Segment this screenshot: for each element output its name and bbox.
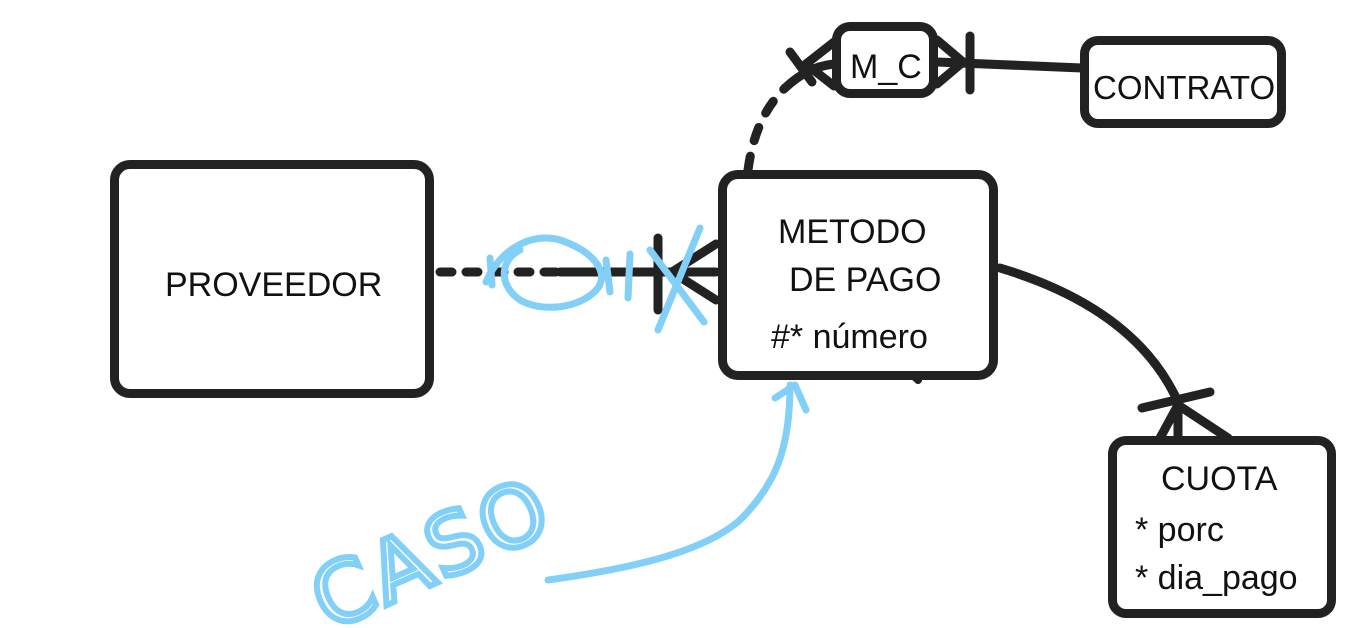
entity-cuota: CUOTA * porc * dia_pago <box>1108 436 1336 618</box>
crowfoot-mark <box>801 37 839 69</box>
crowfoot-mark <box>1155 400 1183 443</box>
crowfoot-mark <box>932 35 968 67</box>
entity-name: CUOTA <box>1161 460 1278 498</box>
attribute-porc: * porc <box>1135 511 1224 549</box>
entity-m-c: M_C <box>832 22 938 98</box>
entity-name-line2: DE PAGO <box>789 261 942 299</box>
entity-name: PROVEEDOR <box>165 266 383 304</box>
entity-identifier: #* número <box>771 318 928 356</box>
entity-name-line1: METODO <box>778 213 927 251</box>
annotation-text: CASO <box>297 458 567 628</box>
entity-name: CONTRATO <box>1093 69 1276 106</box>
entity-proveedor: PROVEEDOR <box>110 160 434 398</box>
one-bar-mark <box>1137 387 1215 413</box>
crowfoot-mark <box>667 239 721 277</box>
rel-metodo-mc <box>743 37 839 175</box>
entity-metodo-pago: METODO DE PAGO #* número <box>718 170 998 380</box>
entity-contrato: CONTRATO <box>1080 36 1286 128</box>
crossed-mark <box>482 234 606 311</box>
one-bar-mark <box>785 47 817 87</box>
rel-mc-contrato <box>932 31 1087 95</box>
entity-name: M_C <box>850 48 922 86</box>
attribute-dia-pago: * dia_pago <box>1135 559 1298 597</box>
pointer-arrow <box>544 381 794 584</box>
